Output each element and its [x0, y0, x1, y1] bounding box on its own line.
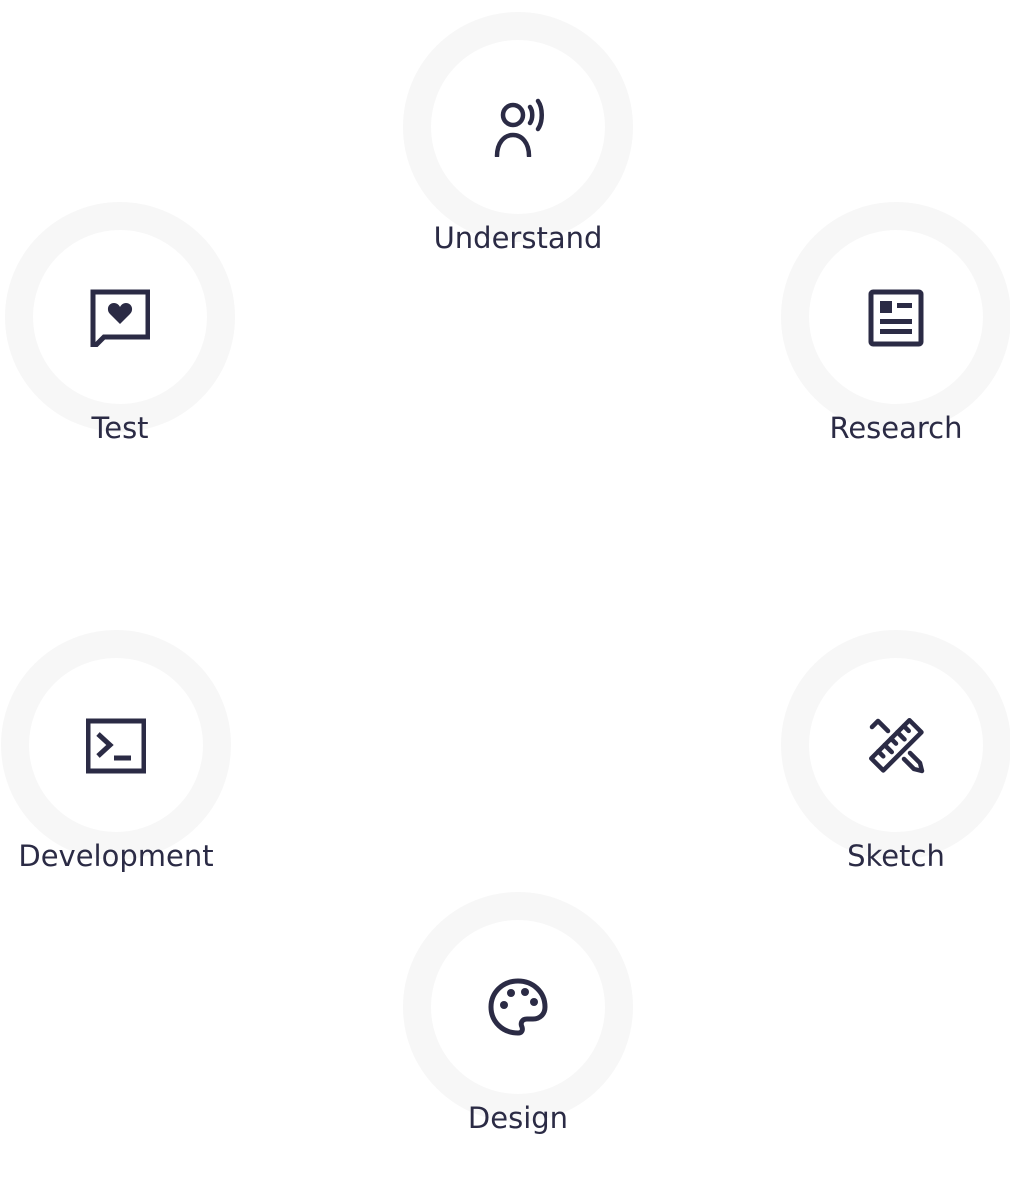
palette-icon	[488, 977, 548, 1037]
step-label: Sketch	[847, 839, 945, 873]
ruler-pencil-icon	[866, 715, 926, 775]
step-research: Research	[781, 202, 1010, 445]
terminal-icon	[86, 715, 146, 775]
newspaper-icon	[866, 287, 926, 347]
step-understand: Understand	[403, 12, 633, 255]
step-development: Development	[1, 630, 231, 873]
step-label: Research	[829, 411, 963, 445]
step-label: Development	[18, 839, 214, 873]
step-design: Design	[403, 892, 633, 1135]
person-speaking-icon	[488, 97, 548, 157]
step-label: Understand	[433, 221, 603, 255]
step-test: Test	[5, 202, 235, 445]
step-label: Design	[467, 1101, 569, 1135]
step-sketch: Sketch	[781, 630, 1010, 873]
chat-heart-icon	[90, 287, 150, 347]
step-label: Test	[91, 411, 149, 445]
